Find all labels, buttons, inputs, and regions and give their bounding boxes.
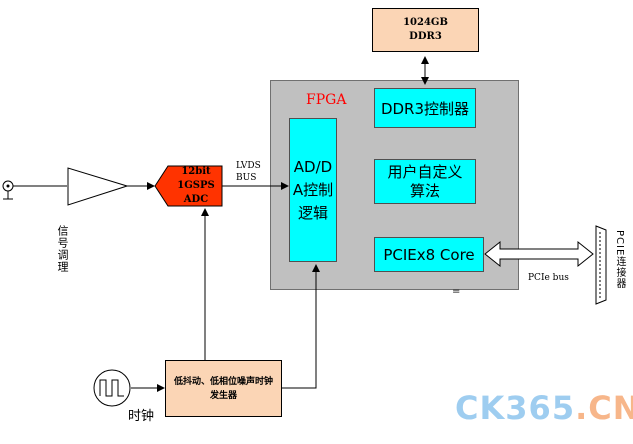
- fpga-label: FPGA: [306, 92, 347, 108]
- clock-generator-block: 低抖动、低相位噪声时钟发生器: [165, 360, 282, 417]
- clock-to-adda-arrow: [282, 264, 320, 389]
- watermark-part2: .CN: [575, 389, 633, 427]
- user-algorithm-line1: 用户自定义: [387, 162, 463, 181]
- amplifier-icon: [67, 167, 129, 206]
- lvds-line2: BUS: [236, 173, 257, 183]
- watermark-part1: CK365: [455, 389, 576, 427]
- pcie-core-block: PCIEx8 Core: [374, 237, 484, 272]
- adc-name: ADC: [183, 194, 209, 205]
- pcie-connector-icon: [595, 225, 607, 305]
- ddr3-controller-label: DDR3控制器: [380, 99, 470, 118]
- pcie-core-label: PCIEx8 Core: [383, 245, 475, 264]
- clock-label: 时钟: [128, 409, 155, 424]
- user-algorithm-line2: 算法: [409, 181, 440, 200]
- adc-rate: 1GSPS: [177, 180, 215, 191]
- clock-icon: [93, 369, 131, 407]
- adda-control-logic-label: AD/DA控制逻辑: [292, 157, 334, 222]
- ddr3-memory-block: 1024GB DDR3: [372, 8, 479, 52]
- pcie-connector-label: PCIE连接器: [614, 230, 625, 290]
- clock-generator-label: 低抖动、低相位噪声时钟发生器: [173, 376, 273, 401]
- watermark-logo: CK365.CN: [455, 389, 633, 427]
- equals-mark: =: [452, 286, 461, 297]
- signal-input-icon: [2, 180, 14, 200]
- lvds-line1: LVDS: [236, 161, 261, 171]
- ddr-memory-type: DDR3: [409, 31, 442, 42]
- ddr3-controller-block: DDR3控制器: [374, 88, 476, 128]
- lvds-bus-label: LVDS BUS: [236, 160, 261, 184]
- ddr-memory-size: 1024GB: [403, 17, 448, 28]
- adc-label: 12bit 1GSPS ADC: [166, 165, 226, 207]
- pcie-bus-label: PCIe bus: [528, 273, 569, 283]
- pcie-bus-arrow: [484, 240, 594, 268]
- signal-conditioning-label: 信号调理: [56, 225, 69, 273]
- adda-control-logic-block: AD/DA控制逻辑: [289, 118, 337, 262]
- adc-bits: 12bit: [181, 166, 211, 177]
- user-algorithm-block: 用户自定义 算法: [374, 159, 476, 204]
